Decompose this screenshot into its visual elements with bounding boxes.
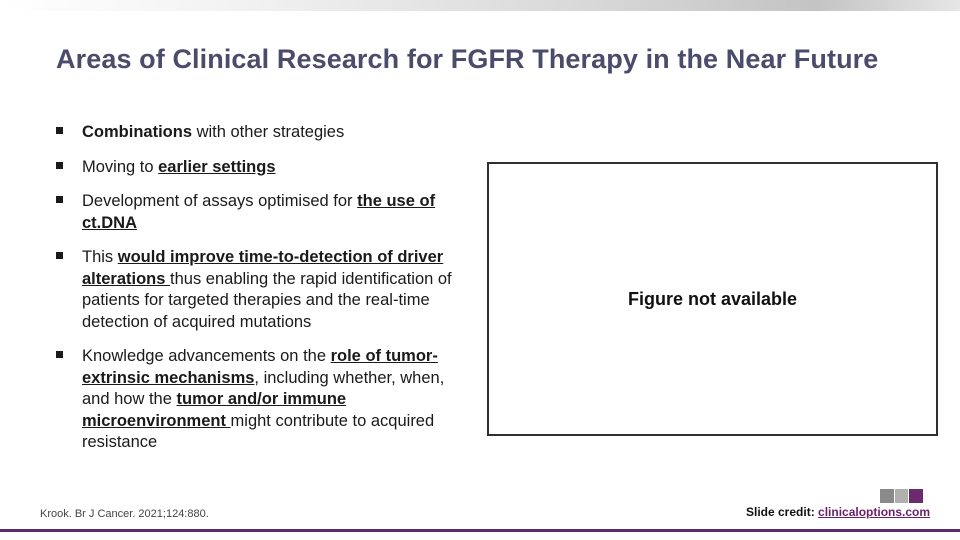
bullet-text-segment: might contribute to acquired resistance: [82, 411, 435, 452]
logo-square-2: [894, 489, 909, 503]
bullet-text-segment: with other strategies: [192, 123, 345, 141]
slide-credit: Slide credit: clinicaloptions.com: [746, 505, 930, 519]
bullet-text-segment: Knowledge advancements on the: [82, 347, 331, 365]
bullet-text-segment: would improve time-to-detection of drive…: [82, 248, 444, 288]
bullet-text-segment: tumor and/or immune microenvironment: [82, 390, 347, 430]
logo-square-1: [880, 489, 894, 503]
bullet-text-segment: role of tumor-extrinsic mechanisms: [82, 347, 438, 387]
slide-title: Areas of Clinical Research for FGFR Ther…: [56, 44, 879, 74]
bullet-item: Knowledge advancements on the role of tu…: [56, 346, 466, 454]
bullet-text-segment: the use of ct.DNA: [82, 192, 436, 232]
logo-square-3: [909, 489, 924, 503]
bullet-item: Moving to earlier settings: [56, 157, 466, 179]
bottom-accent-bar: [0, 529, 960, 532]
figure-placeholder-text: Figure not available: [627, 288, 798, 309]
bullet-text-segment: , including whether, when, and how the: [82, 368, 445, 409]
bullet-text: Development of assays optimised for the …: [82, 191, 466, 234]
citation: Krook. Br J Cancer. 2021;124:880.: [40, 508, 209, 520]
bullet-item: This would improve time-to-detection of …: [56, 247, 466, 333]
figure-placeholder-box: Figure not available: [487, 162, 938, 436]
clinical-care-options-logo: [880, 489, 924, 503]
bullet-text: Combinations with other strategies: [82, 122, 466, 144]
bullet-text: Knowledge advancements on the role of tu…: [82, 346, 466, 454]
bullet-square-icon: [56, 252, 63, 259]
bullet-text: This would improve time-to-detection of …: [82, 247, 466, 333]
bullet-item: Combinations with other strategies: [56, 122, 466, 144]
bullet-text-segment: earlier settings: [158, 157, 276, 176]
bullet-square-icon: [56, 161, 63, 169]
bullet-square-icon: [56, 127, 63, 134]
bullet-text: Moving to earlier settings: [82, 157, 466, 179]
bullet-square-icon: [56, 351, 63, 358]
bullet-text-segment: Combinations: [82, 123, 192, 141]
slide-credit-label: Slide credit:: [746, 505, 819, 519]
bullet-text-segment: thus enabling the rapid identification o…: [82, 269, 452, 331]
bullet-text-segment: Development of assays optimised for: [82, 192, 358, 210]
bullet-square-icon: [56, 196, 63, 203]
slide-credit-link[interactable]: clinicaloptions.com: [818, 505, 931, 519]
top-gradient-bar: [0, 0, 960, 11]
bullet-text-segment: This: [82, 248, 118, 266]
bullet-item: Development of assays optimised for the …: [56, 191, 466, 234]
bullet-text-segment: Moving to: [82, 157, 159, 176]
